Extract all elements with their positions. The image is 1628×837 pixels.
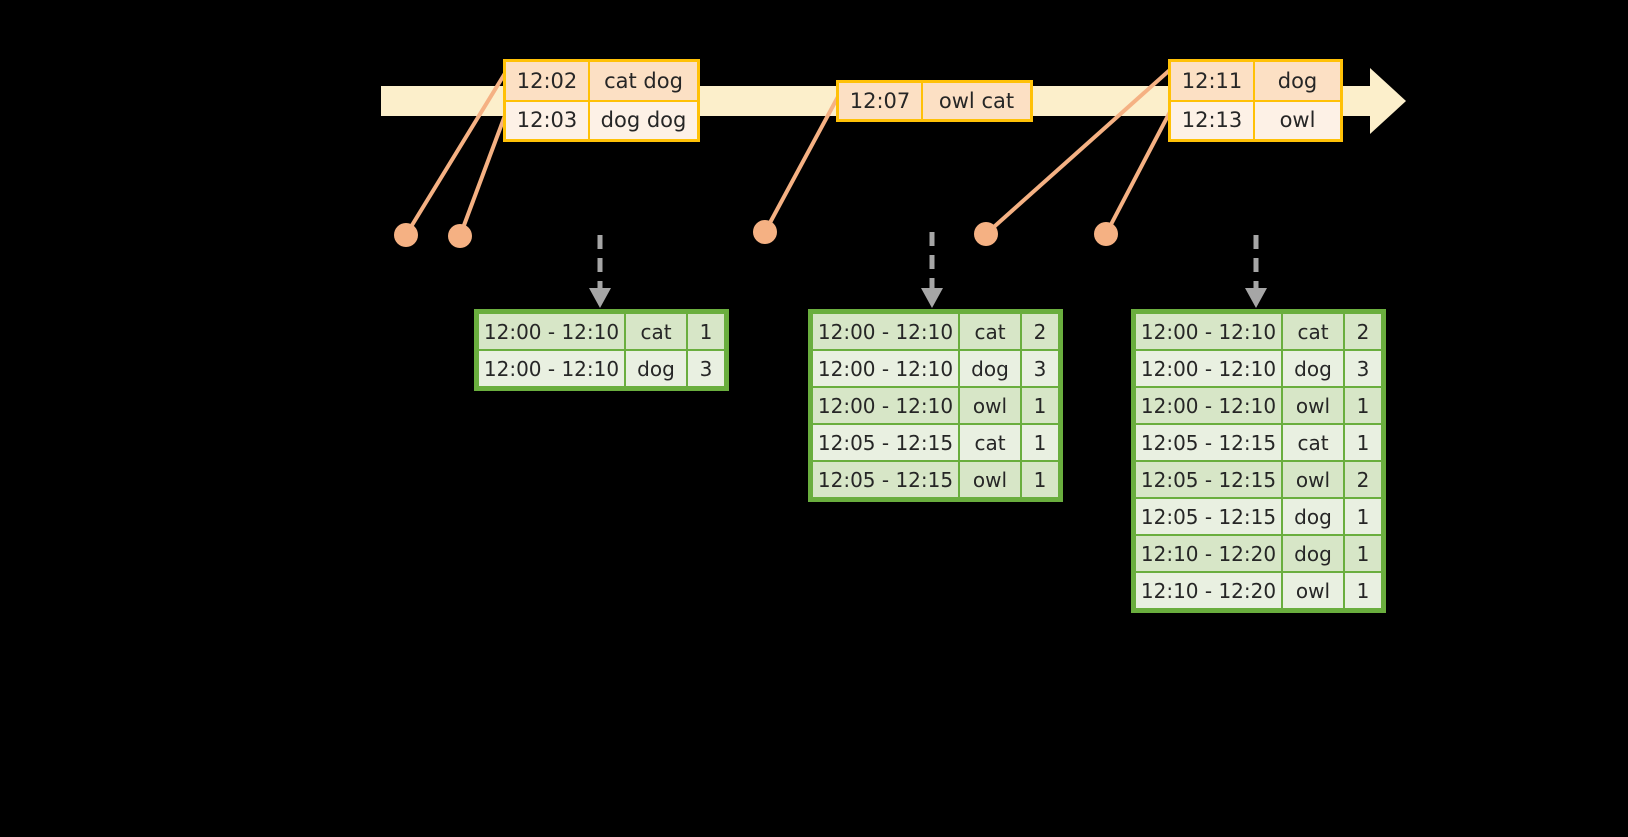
cell-window: 12:00 - 12:10 [1135,350,1282,387]
cell-word: dog [1282,498,1344,535]
table-row[interactable]: 12:10 - 12:20 dog 1 [1135,535,1382,572]
table-row[interactable]: 12:05 - 12:15 dog 1 [1135,498,1382,535]
marker-dot-12-13 [1094,222,1118,246]
cell-word: owl [1282,387,1344,424]
event-row[interactable]: 12:03 dog dog [506,99,697,139]
result-table-1[interactable]: 12:00 - 12:10 cat 1 12:00 - 12:10 dog 3 [474,309,729,391]
table-row[interactable]: 12:00 - 12:10 dog 3 [478,350,725,387]
event-time: 12:07 [839,83,923,119]
cell-window: 12:00 - 12:10 [478,350,625,387]
cell-window: 12:00 - 12:10 [478,313,625,350]
cell-word: owl [1282,461,1344,498]
cell-count: 2 [1344,461,1382,498]
event-time: 12:03 [506,101,590,139]
cell-word: dog [959,350,1021,387]
cell-word: cat [625,313,687,350]
cell-count: 3 [1344,350,1382,387]
cell-count: 1 [1344,535,1382,572]
cell-window: 12:05 - 12:15 [812,461,959,498]
connector-line-12-03 [458,109,509,237]
cell-count: 2 [1344,313,1382,350]
table-row[interactable]: 12:05 - 12:15 owl 2 [1135,461,1382,498]
cell-word: dog [625,350,687,387]
cell-count: 3 [1021,350,1059,387]
cell-word: owl [959,387,1021,424]
cell-word: owl [1282,572,1344,609]
event-time: 12:02 [506,62,590,100]
table-row[interactable]: 12:00 - 12:10 dog 3 [812,350,1059,387]
event-words: owl [1255,101,1340,139]
event-box-group-2[interactable]: 12:07 owl cat [836,80,1033,122]
table-row[interactable]: 12:00 - 12:10 owl 1 [1135,387,1382,424]
event-row[interactable]: 12:13 owl [1171,99,1340,139]
cell-count: 1 [1344,424,1382,461]
cell-count: 3 [687,350,725,387]
cell-window: 12:00 - 12:10 [812,313,959,350]
cell-word: cat [1282,313,1344,350]
event-words: cat dog [590,62,697,100]
cell-count: 1 [687,313,725,350]
cell-window: 12:05 - 12:15 [1135,424,1282,461]
event-row[interactable]: 12:02 cat dog [506,62,697,100]
cell-word: cat [959,424,1021,461]
cell-count: 1 [1021,461,1059,498]
table-row[interactable]: 12:00 - 12:10 owl 1 [812,387,1059,424]
event-row[interactable]: 12:07 owl cat [839,83,1030,119]
cell-count: 1 [1021,424,1059,461]
result-table-2[interactable]: 12:00 - 12:10 cat 2 12:00 - 12:10 dog 3 … [808,309,1063,502]
event-words: owl cat [923,83,1030,119]
cell-window: 12:05 - 12:15 [812,424,959,461]
event-words: dog dog [590,101,697,139]
event-time: 12:13 [1171,101,1255,139]
cell-count: 1 [1344,498,1382,535]
cell-word: dog [1282,535,1344,572]
marker-dot-12-07 [753,220,777,244]
cell-count: 1 [1344,387,1382,424]
event-time: 12:11 [1171,62,1255,100]
cell-word: cat [959,313,1021,350]
cell-window: 12:00 - 12:10 [1135,313,1282,350]
event-box-group-3[interactable]: 12:11 dog 12:13 owl [1168,59,1343,142]
dashed-arrow-to-table-1 [589,235,611,308]
cell-window: 12:00 - 12:10 [812,387,959,424]
table-row[interactable]: 12:00 - 12:10 dog 3 [1135,350,1382,387]
marker-dot-12-02 [394,223,418,247]
cell-count: 2 [1021,313,1059,350]
cell-window: 12:05 - 12:15 [1135,498,1282,535]
dashed-arrow-to-table-2 [921,232,943,308]
table-row[interactable]: 12:00 - 12:10 cat 2 [1135,313,1382,350]
connector-line-12-13 [1104,107,1174,235]
cell-window: 12:00 - 12:10 [1135,387,1282,424]
table-row[interactable]: 12:05 - 12:15 cat 1 [1135,424,1382,461]
event-box-group-1[interactable]: 12:02 cat dog 12:03 dog dog [503,59,700,142]
event-words: dog [1255,62,1340,100]
cell-word: dog [1282,350,1344,387]
cell-word: owl [959,461,1021,498]
cell-count: 1 [1344,572,1382,609]
table-row[interactable]: 12:05 - 12:15 cat 1 [812,424,1059,461]
result-table-3[interactable]: 12:00 - 12:10 cat 2 12:00 - 12:10 dog 3 … [1131,309,1386,613]
table-row[interactable]: 12:00 - 12:10 cat 2 [812,313,1059,350]
dashed-arrow-to-table-3 [1245,235,1267,308]
event-row[interactable]: 12:11 dog [1171,62,1340,100]
table-row[interactable]: 12:10 - 12:20 owl 1 [1135,572,1382,609]
cell-window: 12:05 - 12:15 [1135,461,1282,498]
marker-dot-12-11 [974,222,998,246]
cell-window: 12:00 - 12:10 [812,350,959,387]
marker-dot-12-03 [448,224,472,248]
cell-window: 12:10 - 12:20 [1135,572,1282,609]
cell-window: 12:10 - 12:20 [1135,535,1282,572]
cell-word: cat [1282,424,1344,461]
table-row[interactable]: 12:05 - 12:15 owl 1 [812,461,1059,498]
table-row[interactable]: 12:00 - 12:10 cat 1 [478,313,725,350]
cell-count: 1 [1021,387,1059,424]
